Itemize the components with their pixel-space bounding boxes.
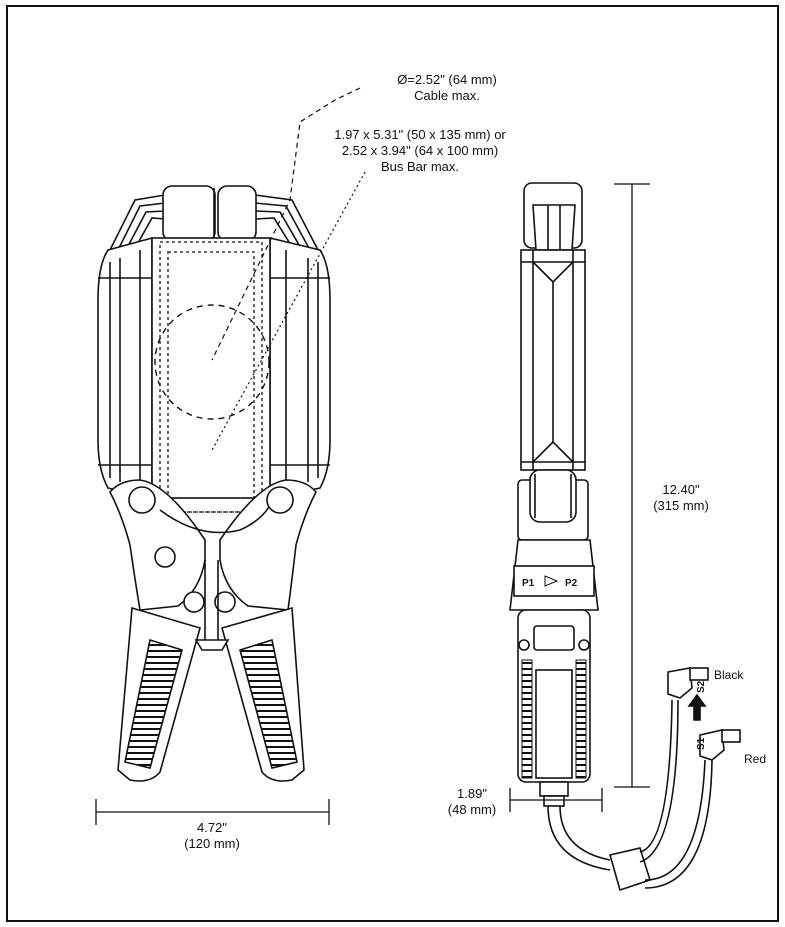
side-view: [509, 182, 741, 892]
width-dimension-line: [95, 799, 330, 825]
front-view: [97, 185, 331, 782]
callout-leaders: [211, 87, 366, 451]
height-dimension-line: [614, 183, 650, 788]
busbar-callout: 1.97 x 5.31" (50 x 135 mm) or 2.52 x 3.9…: [334, 127, 506, 174]
black-lead-label: Black: [714, 668, 744, 682]
width-dimension: 4.72" (120 mm): [184, 820, 240, 851]
depth-dimension-line: [509, 788, 603, 812]
p1-label: P1: [522, 578, 535, 589]
height-dimension: 12.40" (315 mm): [653, 482, 709, 513]
red-lead-label: Red: [744, 752, 767, 766]
p2-label: P2: [565, 578, 578, 589]
direction-arrow-icon: [544, 575, 559, 587]
s2-label: S2: [696, 680, 707, 693]
cable-callout: Ø=2.52" (64 mm) Cable max.: [397, 72, 497, 103]
s1-label: S1: [696, 737, 707, 750]
depth-dimension: 1.89" (48 mm): [447, 786, 497, 817]
